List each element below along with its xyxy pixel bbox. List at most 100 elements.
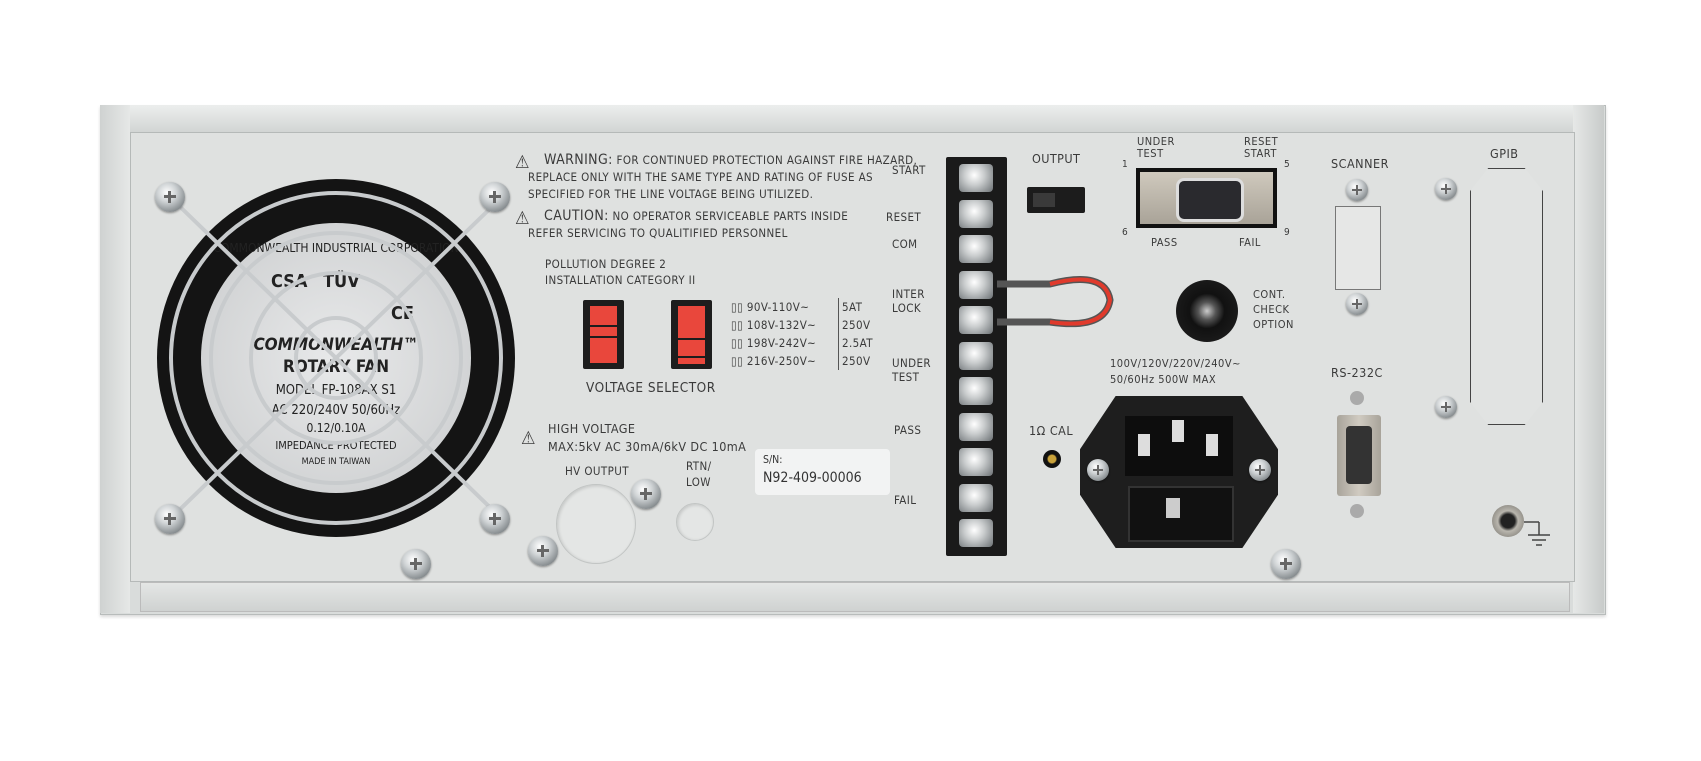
chassis-right-side: [1573, 105, 1604, 613]
remote-control-db9-connector[interactable]: [1136, 168, 1277, 228]
fuse-rating-low: 5AT 250V: [838, 298, 870, 334]
csa-mark: CSA: [271, 271, 308, 292]
fuse-rating: 5AT: [842, 300, 863, 314]
terminal-screw[interactable]: [959, 483, 993, 512]
rtn-low-label: RTN/LOW: [686, 458, 712, 490]
voltage-selector-switch-1[interactable]: [583, 300, 624, 369]
chassis-top-edge: [100, 105, 1604, 132]
voltage-selector-label: VOLTAGE SELECTOR: [586, 380, 716, 396]
rs232-label: RS-232C: [1331, 365, 1383, 380]
inlet-screw: [1249, 459, 1271, 481]
gpib-label: GPIB: [1490, 146, 1519, 161]
terminal-screw[interactable]: [959, 270, 993, 299]
terminal-screw[interactable]: [959, 519, 993, 547]
ground-symbol-icon: [1524, 521, 1550, 546]
caution-line: REFER SERVICING TO QUALITIFIED PERSONNEL: [528, 226, 788, 240]
serial-number-sticker: S/N: N92-409-00006: [755, 449, 890, 495]
hv-output-port[interactable]: [556, 484, 636, 564]
scanner-screw: [1346, 179, 1368, 201]
terminal-screw[interactable]: [959, 235, 993, 263]
fan-protection: IMPEDANCE PROTECTED: [275, 439, 397, 452]
fan-maker: COMMONWEALTH INDUSTRIAL CORPORATION: [213, 241, 459, 255]
terminal-label-reset: RESET: [886, 210, 922, 224]
voltage-selector-switch-2[interactable]: [671, 300, 712, 369]
fuse-drawer[interactable]: [1128, 486, 1234, 542]
high-voltage-max: MAX:5kV AC 30mA/6kV DC 10mA: [548, 439, 747, 454]
scanner-port-cover: [1335, 206, 1381, 290]
power-voltage: 100V/120V/220V/240V~: [1110, 357, 1241, 370]
db9-label-pass: PASS: [1151, 236, 1178, 249]
rs232-connector[interactable]: [1337, 415, 1381, 496]
fan-origin: MADE IN TAIWAN: [301, 457, 371, 467]
scanner-screw: [1346, 293, 1368, 315]
output-mode-switch[interactable]: [1027, 187, 1085, 213]
cal-label: 1Ω CAL: [1029, 423, 1074, 438]
ground-terminal[interactable]: [1492, 505, 1524, 537]
terminal-label-fail: FAIL: [894, 493, 917, 507]
fan-screw: [480, 182, 510, 212]
warning-title: WARNING:: [544, 152, 613, 168]
voltage-range: 90V-110V~: [746, 300, 810, 314]
caution-title: CAUTION:: [544, 208, 609, 224]
fan-brand: COMMONWEALTH™: [253, 335, 419, 355]
fan-guard-grill: [168, 191, 504, 525]
fuse-rating: 2.5AT: [842, 336, 873, 350]
panel-screw: [1271, 549, 1301, 579]
voltage-range: 198V-242V~: [746, 336, 817, 350]
interlock-line: LOCK: [892, 301, 922, 315]
gpib-port-cover: [1470, 168, 1543, 425]
voltage-range-table: ▯▯ 90V-110V~ ▯▯ 108V-132V~ ▯▯ 198V-242V~…: [731, 300, 817, 368]
interlock-line: INTER: [892, 287, 925, 301]
rs232-standoff: [1350, 391, 1364, 405]
terminal-screw[interactable]: [959, 448, 993, 476]
db9-pin-number: 5: [1284, 159, 1291, 170]
warning-line: SPECIFIED FOR THE LINE VOLTAGE BEING UTI…: [528, 187, 814, 201]
rtn-label: RTN/: [686, 459, 712, 473]
cooling-fan: COMMONWEALTH INDUSTRIAL CORPORATION CSA …: [157, 179, 515, 537]
warning-triangle-icon: ⚠: [515, 152, 530, 173]
terminal-screw[interactable]: [959, 164, 993, 192]
rtn-low-port[interactable]: [676, 503, 714, 541]
ac-power-inlet[interactable]: [1080, 396, 1278, 548]
high-voltage-text: HIGH VOLTAGE MAX:5kV AC 30mA/6kV DC 10mA: [548, 420, 746, 456]
output-label: OUTPUT: [1032, 151, 1081, 166]
cont-check-jack[interactable]: [1176, 280, 1238, 342]
fuse-voltage: 250V: [842, 354, 871, 368]
fan-screw: [480, 504, 510, 534]
label-line: CONT.: [1253, 288, 1286, 301]
terminal-label-start: START: [892, 163, 926, 177]
db9-pin-number: 6: [1122, 227, 1129, 238]
terminal-label-com: COM: [892, 237, 918, 251]
terminal-screw[interactable]: [959, 306, 993, 334]
warning-text: WARNING: FOR CONTINUED PROTECTION AGAINS…: [528, 152, 917, 203]
installation-category: INSTALLATION CATEGORY II: [545, 273, 696, 287]
rs232-standoff: [1350, 504, 1364, 518]
voltage-range: 216V-250V~: [746, 354, 817, 368]
fan-product: ROTARY FAN: [282, 357, 390, 377]
calibration-trimmer[interactable]: [1043, 450, 1061, 468]
terminal-block: [946, 157, 1007, 556]
chassis-bottom-lip: [140, 582, 1570, 612]
terminal-screw[interactable]: [959, 412, 993, 441]
caution-text: CAUTION: NO OPERATOR SERVICEABLE PARTS I…: [528, 208, 848, 242]
terminal-screw[interactable]: [959, 199, 993, 228]
panel-screw: [401, 549, 431, 579]
interlock-jumper-wire: [997, 276, 1114, 328]
warning-line: REPLACE ONLY WITH THE SAME TYPE AND RATI…: [528, 170, 874, 184]
gpib-screw: [1435, 178, 1457, 200]
gpib-screw: [1435, 396, 1457, 418]
under-test-line: TEST: [892, 370, 920, 384]
power-rating: 100V/120V/220V/240V~50/60Hz 500W MAX: [1110, 356, 1241, 388]
terminal-screw[interactable]: [959, 341, 993, 370]
db9-pin-number: 1: [1122, 159, 1129, 170]
fan-rating: AC 220/240V 50/60Hz: [271, 403, 401, 418]
db9-pin-number: 9: [1284, 227, 1291, 238]
scanner-label: SCANNER: [1331, 156, 1389, 171]
fuse-voltage: 250V: [842, 318, 871, 332]
terminal-screw[interactable]: [959, 377, 993, 405]
caution-triangle-icon: ⚠: [515, 208, 530, 229]
